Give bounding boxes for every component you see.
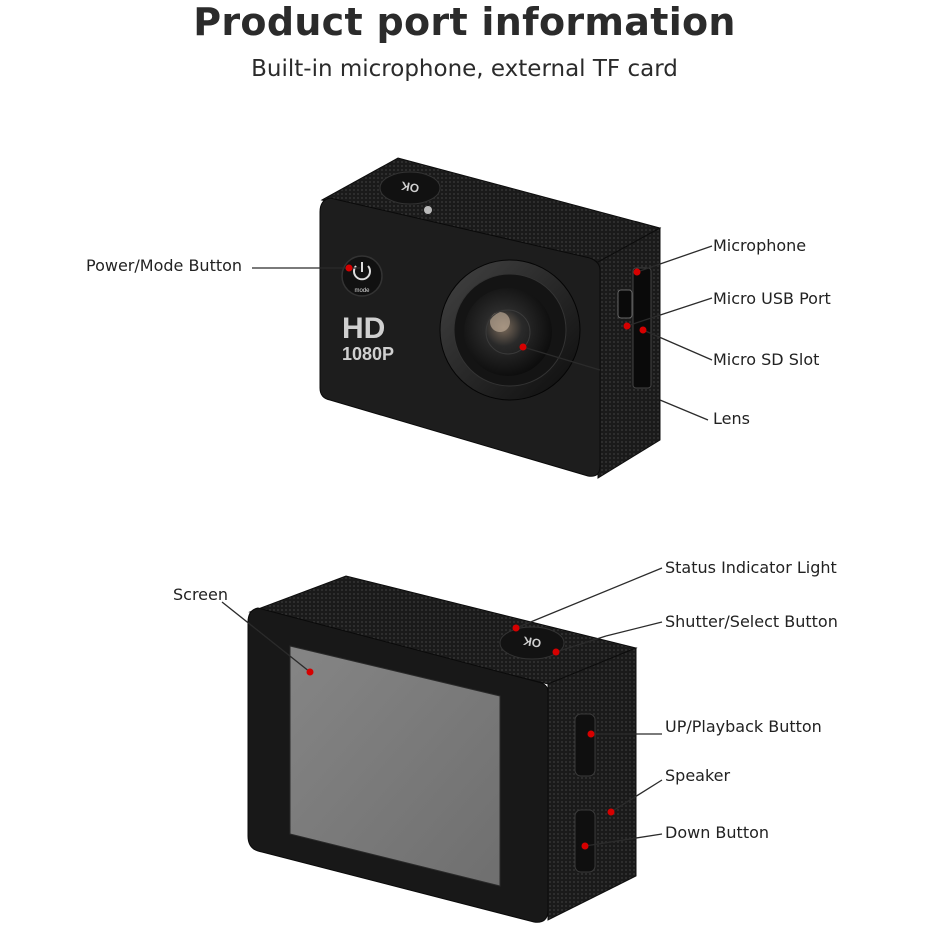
callout-power-mode-button: Power/Mode Button bbox=[86, 256, 243, 275]
svg-text:OK: OK bbox=[400, 179, 420, 196]
marker-lens bbox=[519, 343, 527, 351]
marker-up-playback bbox=[587, 730, 595, 738]
callout-shutter-select-button: Shutter/Select Button bbox=[665, 612, 838, 631]
marker-power-mode bbox=[345, 264, 353, 272]
callout-up-playback-button: UP/Playback Button bbox=[665, 717, 822, 736]
callout-screen: Screen bbox=[173, 585, 229, 604]
svg-text:mode: mode bbox=[354, 288, 370, 294]
lens bbox=[439, 259, 581, 401]
shutter-select-button[interactable]: OK bbox=[499, 626, 565, 660]
down-button[interactable] bbox=[574, 809, 596, 873]
callout-micro-usb-port: Micro USB Port bbox=[713, 289, 831, 308]
callout-markers bbox=[306, 264, 647, 850]
front-camera: OK mode HD 1080P bbox=[319, 157, 662, 479]
marker-shutter bbox=[552, 648, 560, 656]
marker-microphone bbox=[633, 268, 641, 276]
marker-speaker bbox=[607, 808, 615, 816]
callout-status-indicator-light: Status Indicator Light bbox=[665, 558, 837, 577]
up-playback-button[interactable] bbox=[574, 713, 596, 777]
callout-micro-sd-slot: Micro SD Slot bbox=[713, 350, 820, 369]
ok-button-top[interactable]: OK bbox=[379, 171, 441, 205]
callout-lens: Lens bbox=[713, 409, 750, 428]
marker-down bbox=[581, 842, 589, 850]
back-camera: OK bbox=[247, 575, 638, 923]
page-subtitle: Built-in microphone, external TF card bbox=[251, 56, 678, 82]
leader-lines bbox=[221, 245, 713, 847]
usb-port-shape bbox=[617, 289, 633, 319]
status-led-front bbox=[424, 206, 432, 214]
screen bbox=[289, 645, 501, 887]
marker-status-light bbox=[512, 624, 520, 632]
hd-logo-text: HD bbox=[342, 312, 385, 345]
callout-microphone: Microphone bbox=[713, 236, 807, 255]
callout-down-button: Down Button bbox=[665, 823, 770, 842]
power-mode-button[interactable]: mode bbox=[341, 255, 383, 297]
callout-speaker: Speaker bbox=[665, 766, 731, 785]
marker-micro-sd bbox=[639, 326, 647, 334]
svg-text:OK: OK bbox=[522, 634, 542, 651]
page-title: Product port information bbox=[193, 0, 736, 44]
marker-micro-usb bbox=[623, 322, 631, 330]
resolution-logo-text: 1080P bbox=[342, 344, 394, 364]
marker-screen bbox=[306, 668, 314, 676]
